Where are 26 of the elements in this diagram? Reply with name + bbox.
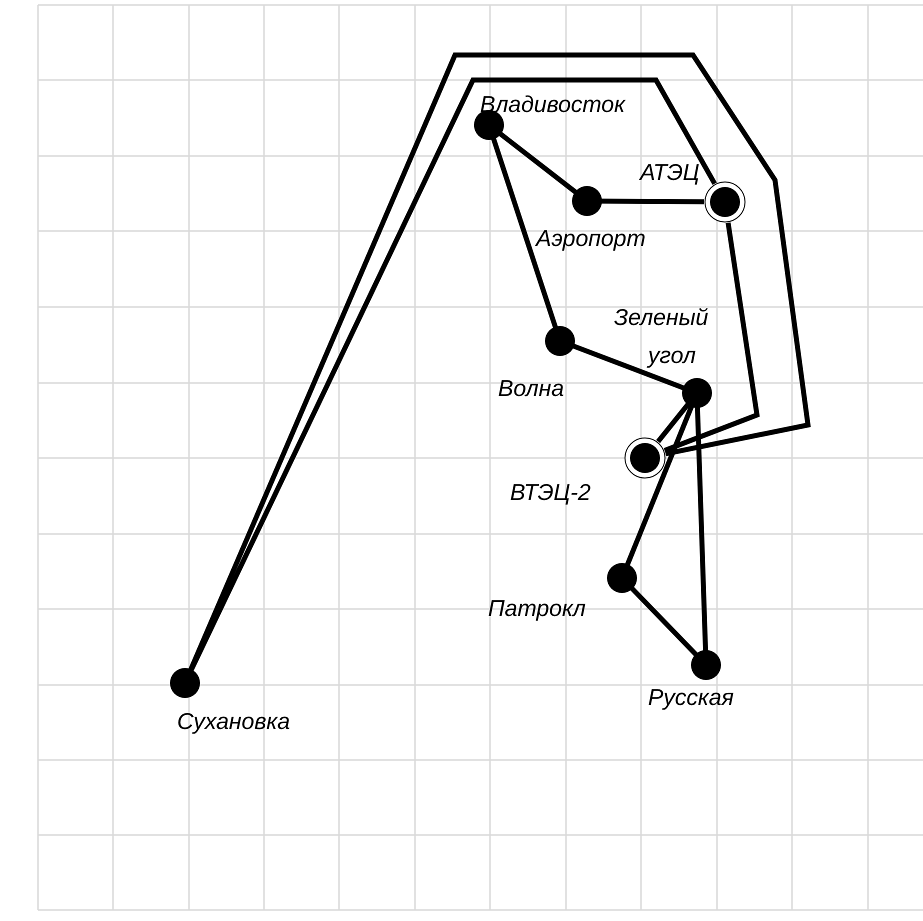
substation-dot <box>170 668 200 698</box>
place-label: Сухановка <box>177 708 290 734</box>
power-line <box>664 222 760 453</box>
power-line <box>600 198 704 204</box>
power-line <box>629 586 699 658</box>
place-label: Русская <box>648 684 734 710</box>
power-line <box>656 402 691 444</box>
place-label: ВТЭЦ-2 <box>510 479 591 505</box>
place-label: Владивосток <box>480 91 625 117</box>
power-line <box>571 343 686 391</box>
substation-dot <box>572 186 602 216</box>
place-label: Зеленый угол <box>614 304 708 368</box>
substation-dot <box>691 650 721 680</box>
place-label: АТЭЦ <box>640 159 700 185</box>
substation-dot <box>545 326 575 356</box>
place-label: Аэропорт <box>536 225 646 251</box>
power-line <box>498 131 578 195</box>
substation-dot <box>682 378 712 408</box>
power-line <box>490 136 558 330</box>
place-label: Волна <box>498 375 564 401</box>
power-line <box>694 406 708 652</box>
place-label: Патрокл <box>488 595 586 621</box>
substation-dot <box>607 563 637 593</box>
power-plant-symbol <box>624 438 666 478</box>
power-line <box>624 404 694 567</box>
power-plant-symbol <box>704 182 746 222</box>
